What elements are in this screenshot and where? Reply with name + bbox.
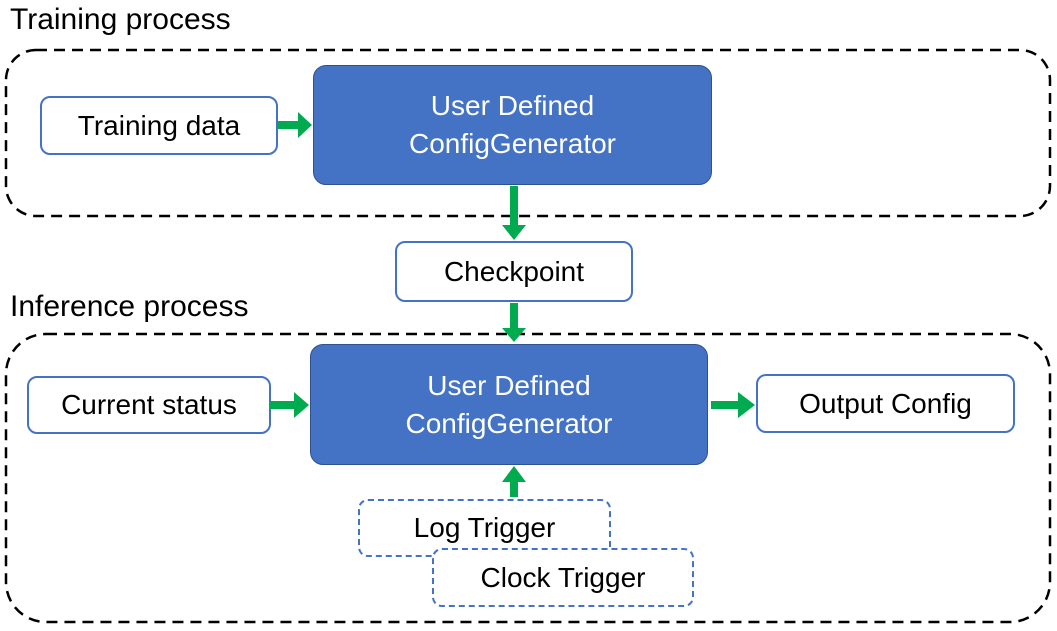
inference-process-title: Inference process: [10, 290, 249, 323]
arrow-triggers-to-generator: [502, 466, 526, 497]
output-config-label: Output Config: [799, 387, 972, 419]
current-status-label: Current status: [61, 389, 237, 420]
arrow-current-status-to-generator: [270, 392, 309, 418]
clock-trigger-box: Clock Trigger: [432, 548, 694, 607]
inference-config-generator-label-line1: User Defined: [427, 369, 591, 401]
arrow-generator-to-output-config: [711, 392, 755, 418]
training-config-generator-label-line1: User Defined: [430, 90, 595, 122]
training-process-title: Training process: [10, 3, 231, 36]
log-trigger-label: Log Trigger: [413, 512, 556, 543]
current-status-box: Current status: [27, 376, 271, 434]
training-config-generator-label-line2: ConfigGenerator: [408, 128, 616, 159]
arrow-training-data-to-generator: [277, 112, 312, 138]
arrow-generator-to-checkpoint: [502, 186, 526, 240]
arrow-checkpoint-to-generator: [502, 303, 526, 342]
training-config-generator-box: User Defined ConfigGenerator: [313, 65, 712, 185]
training-data-label: Training data: [77, 109, 241, 141]
checkpoint-box: Checkpoint: [395, 241, 633, 302]
checkpoint-label: Checkpoint: [443, 255, 585, 287]
training-data-box: Training data: [40, 96, 278, 155]
output-config-box: Output Config: [756, 374, 1015, 433]
inference-config-generator-label-line2: ConfigGenerator: [405, 407, 613, 439]
clock-trigger-label: Clock Trigger: [480, 561, 646, 593]
inference-config-generator-box: User Defined ConfigGenerator: [310, 344, 708, 465]
